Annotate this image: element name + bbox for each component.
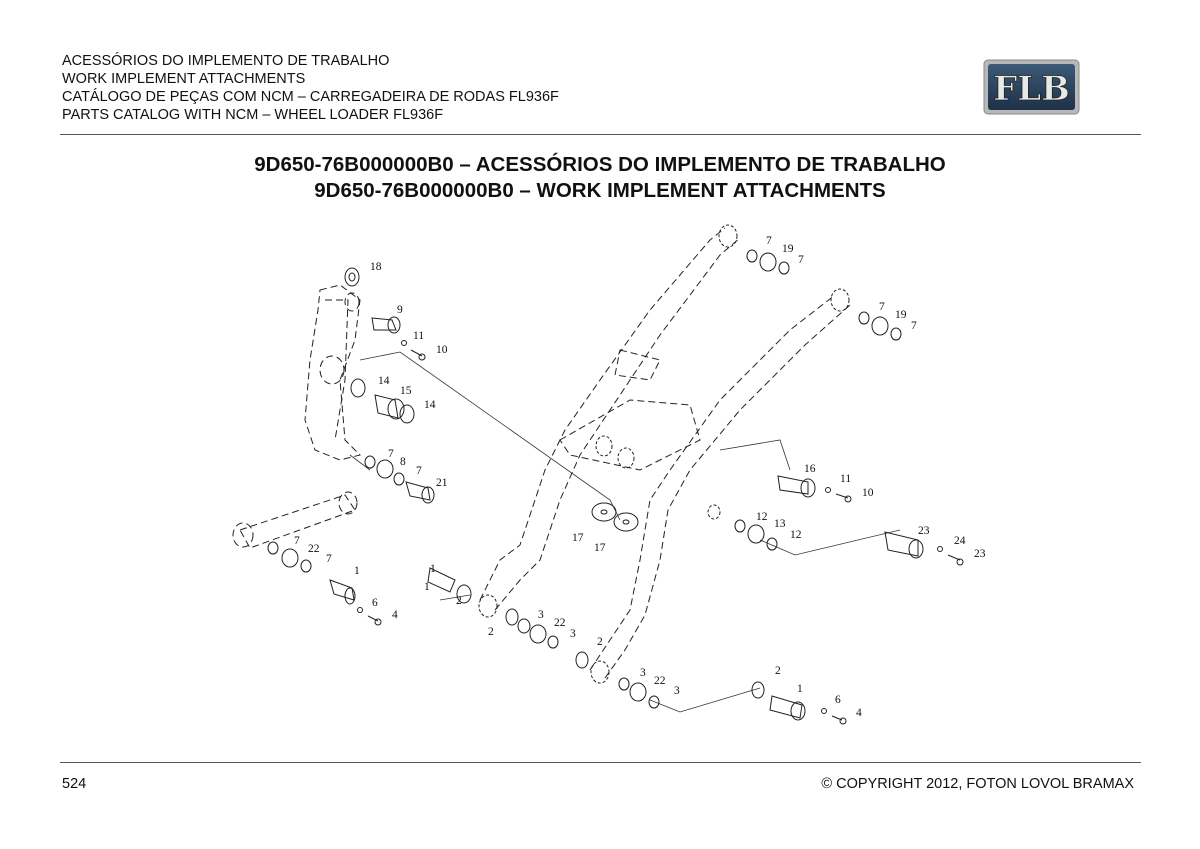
header-line: CATÁLOGO DE PEÇAS COM NCM – CARREGADEIRA… bbox=[62, 89, 559, 105]
title-en: 9D650-76B000000B0 – WORK IMPLEMENT ATTAC… bbox=[314, 179, 886, 202]
svg-text:2: 2 bbox=[597, 636, 603, 648]
svg-text:2: 2 bbox=[456, 595, 462, 607]
copyright-notice: © COPYRIGHT 2012, FOTON LOVOL BRAMAX bbox=[821, 776, 1134, 792]
svg-text:22: 22 bbox=[554, 617, 566, 629]
svg-text:1: 1 bbox=[797, 683, 803, 695]
svg-text:3: 3 bbox=[538, 609, 544, 621]
svg-text:13: 13 bbox=[774, 518, 786, 530]
svg-text:4: 4 bbox=[392, 609, 398, 621]
page-number: 524 bbox=[62, 776, 87, 792]
svg-text:12: 12 bbox=[790, 529, 802, 541]
svg-text:17: 17 bbox=[594, 542, 606, 554]
svg-text:3: 3 bbox=[674, 685, 680, 697]
footer-rule bbox=[60, 762, 1141, 763]
svg-text:23: 23 bbox=[974, 548, 986, 560]
svg-text:6: 6 bbox=[835, 694, 841, 706]
svg-text:7: 7 bbox=[416, 465, 422, 477]
svg-text:3: 3 bbox=[640, 667, 646, 679]
svg-text:8: 8 bbox=[400, 456, 406, 468]
svg-text:FLB: FLB bbox=[993, 69, 1070, 109]
svg-text:23: 23 bbox=[918, 525, 930, 537]
header-line: WORK IMPLEMENT ATTACHMENTS bbox=[62, 71, 306, 87]
svg-text:4: 4 bbox=[856, 707, 862, 719]
svg-text:11: 11 bbox=[840, 473, 851, 485]
svg-text:3: 3 bbox=[570, 628, 576, 640]
callout-labels: 18 9 11 10 14 15 14 7 8 7 21 7 22 7 1 6 … bbox=[294, 235, 986, 719]
svg-text:7: 7 bbox=[911, 320, 917, 332]
leader-lines bbox=[349, 351, 901, 713]
svg-text:7: 7 bbox=[766, 235, 772, 247]
svg-text:17: 17 bbox=[572, 532, 584, 544]
svg-text:24: 24 bbox=[954, 535, 966, 547]
bell-crank bbox=[304, 284, 361, 461]
svg-text:12: 12 bbox=[756, 511, 768, 523]
header-line: ACESSÓRIOS DO IMPLEMENTO DE TRABALHO bbox=[62, 53, 390, 69]
header-line: PARTS CATALOG WITH NCM – WHEEL LOADER FL… bbox=[62, 107, 444, 123]
svg-text:22: 22 bbox=[654, 675, 666, 687]
svg-text:10: 10 bbox=[862, 487, 874, 499]
svg-text:19: 19 bbox=[895, 309, 907, 321]
svg-text:7: 7 bbox=[326, 553, 332, 565]
svg-text:19: 19 bbox=[782, 243, 794, 255]
svg-text:10: 10 bbox=[436, 344, 448, 356]
svg-text:21: 21 bbox=[436, 477, 448, 489]
svg-text:7: 7 bbox=[388, 448, 394, 460]
svg-text:15: 15 bbox=[400, 385, 412, 397]
svg-text:16: 16 bbox=[804, 463, 816, 475]
svg-text:14: 14 bbox=[424, 399, 436, 411]
svg-text:11: 11 bbox=[413, 330, 424, 342]
svg-text:7: 7 bbox=[879, 301, 885, 313]
flb-logo: FLB bbox=[983, 59, 1080, 115]
svg-text:2: 2 bbox=[775, 665, 781, 677]
svg-text:18: 18 bbox=[370, 261, 382, 273]
svg-text:22: 22 bbox=[308, 543, 320, 555]
svg-text:1: 1 bbox=[424, 581, 430, 593]
tilt-link bbox=[232, 491, 358, 549]
svg-text:2: 2 bbox=[488, 626, 494, 638]
svg-text:1: 1 bbox=[354, 565, 360, 577]
svg-text:6: 6 bbox=[372, 597, 378, 609]
svg-text:1: 1 bbox=[430, 563, 436, 575]
page-title: 9D650-76B000000B0 – ACESSÓRIOS DO IMPLEM… bbox=[0, 152, 1200, 204]
title-pt: 9D650-76B000000B0 – ACESSÓRIOS DO IMPLEM… bbox=[254, 153, 946, 176]
svg-text:14: 14 bbox=[378, 375, 390, 387]
header-rule bbox=[60, 134, 1141, 135]
document-header: ACESSÓRIOS DO IMPLEMENTO DE TRABALHO WOR… bbox=[62, 52, 559, 124]
svg-text:7: 7 bbox=[798, 254, 804, 266]
svg-text:7: 7 bbox=[294, 535, 300, 547]
boom-pivots bbox=[478, 224, 850, 684]
parts bbox=[267, 249, 964, 725]
svg-text:9: 9 bbox=[397, 304, 403, 316]
boom-arm bbox=[479, 227, 851, 679]
